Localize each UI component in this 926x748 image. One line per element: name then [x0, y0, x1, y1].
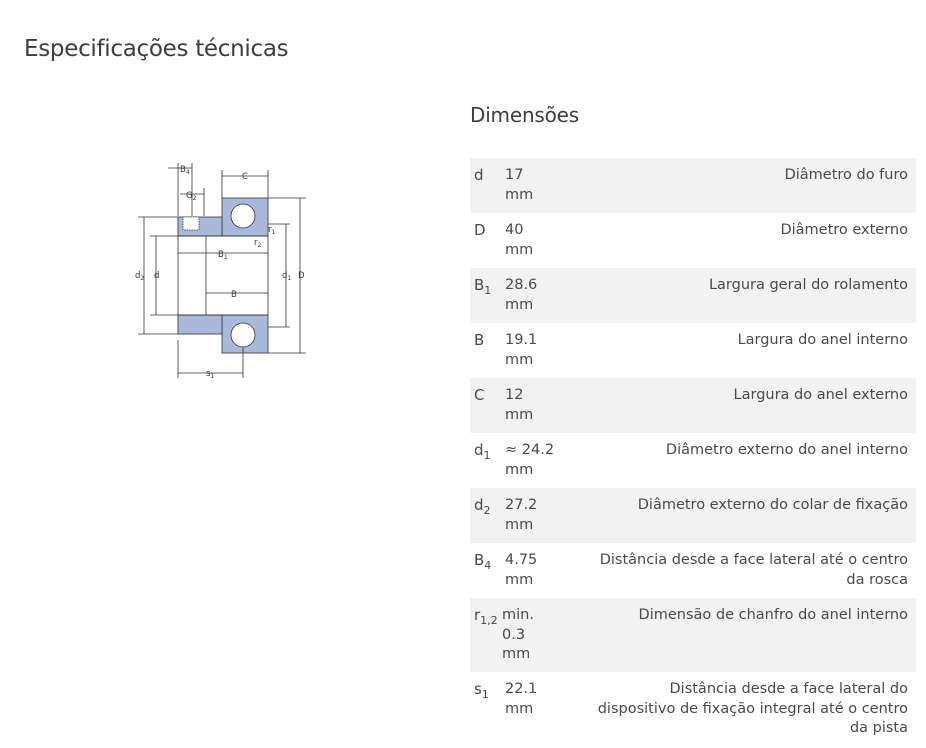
row-symbol: D: [474, 221, 486, 239]
label-s1: s1: [206, 369, 214, 380]
row-description: Largura do anel externo: [733, 387, 908, 403]
row-symbol: s1: [474, 680, 489, 701]
row-description: Diâmetro externo do colar de fixação: [637, 497, 908, 513]
row-symbol: B: [474, 331, 485, 349]
row-description: Distância desde a face lateral até o cen…: [599, 552, 908, 588]
row-description: Diâmetro externo: [780, 222, 908, 238]
page-title: Especificações técnicas: [24, 36, 289, 62]
row-description: Largura do anel interno: [737, 332, 908, 348]
bearing-diagram: B4 G2 C r1 r2 B1 B d2 d d1 D s1: [135, 163, 306, 380]
collar-bottom: [177, 314, 223, 335]
row-description: Diâmetro externo do anel interno: [665, 442, 908, 458]
row-symbol: d2: [474, 496, 491, 517]
row-symbol: C: [474, 386, 485, 404]
set-screw-top: [182, 216, 200, 231]
row-description: Dimensão de chanfro do anel interno: [638, 607, 908, 623]
row-symbol: r1,2: [474, 606, 498, 627]
row-symbol: B4: [474, 551, 492, 572]
label-D: D: [298, 271, 305, 281]
label-r1: r1: [268, 225, 276, 236]
ball-top: [230, 203, 256, 229]
label-c: C: [242, 172, 248, 182]
label-d: d: [154, 271, 159, 281]
section-title: Dimensões: [470, 103, 580, 127]
label-b: B: [231, 290, 237, 300]
ball-bottom: [230, 322, 256, 348]
row-symbol: d1: [474, 441, 491, 462]
label-b4: B4: [180, 165, 190, 176]
row-description: Distância desde a face lateral do dispos…: [597, 681, 908, 736]
row-symbol: B1: [474, 276, 492, 297]
row-symbol: d: [474, 166, 484, 184]
row-description: Diâmetro do furo: [784, 167, 908, 183]
label-d1: d1: [282, 271, 291, 282]
label-r2: r2: [254, 238, 262, 249]
label-g2: G2: [186, 191, 197, 202]
row-description: Largura geral do rolamento: [708, 277, 908, 293]
label-d2: d2: [135, 271, 144, 282]
label-b1: B1: [218, 250, 228, 261]
